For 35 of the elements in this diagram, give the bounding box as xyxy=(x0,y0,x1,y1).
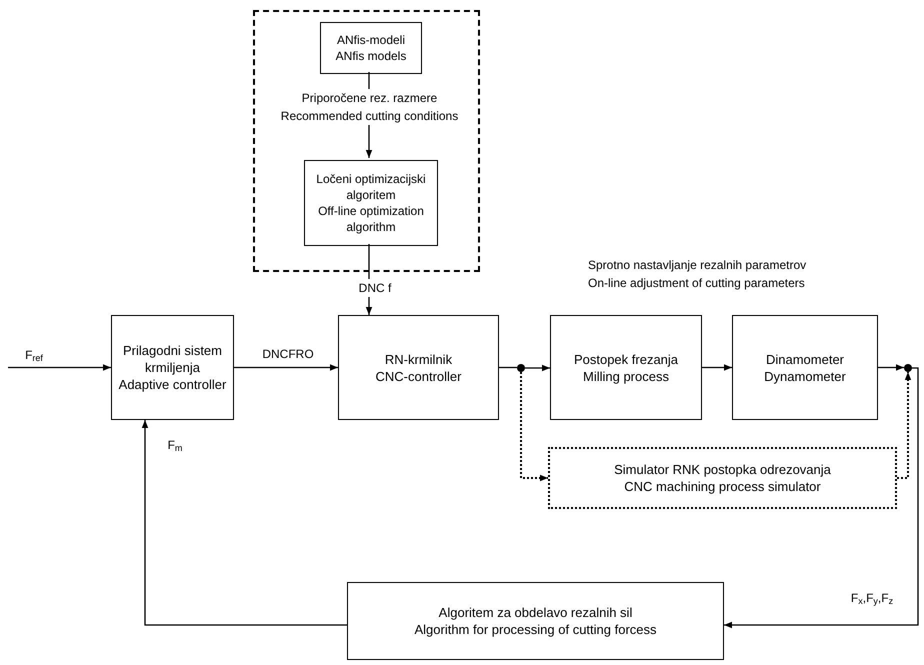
arrow xyxy=(142,420,347,626)
box-text: CNC-controller xyxy=(374,368,462,384)
arrow xyxy=(878,364,904,371)
process-box xyxy=(111,315,234,420)
box-text: Postopek frezanja xyxy=(572,350,680,368)
process-box xyxy=(320,22,422,74)
arrow xyxy=(702,364,732,371)
arrow xyxy=(520,372,548,482)
box-text: Simulator RNK postopka odrezovanja xyxy=(613,461,832,478)
box-text: Adaptive controller xyxy=(118,376,228,393)
box-text: ANfis-modeli xyxy=(336,32,406,48)
box-text: Prilagodni sistem krmiljenja xyxy=(122,342,223,376)
arrow xyxy=(897,372,912,479)
box-text: Algorithm for processing of cutting forcess xyxy=(413,621,658,638)
box-text: RN-krmilnik xyxy=(384,350,454,368)
arrow xyxy=(234,364,338,371)
dotted-process-box xyxy=(548,447,897,509)
arrow xyxy=(724,367,919,628)
note-text: Sprotno nastavljanje rezalnih parametrov xyxy=(588,257,806,274)
box-text: Algoritem za obdelavo rezalnih sil xyxy=(438,604,634,621)
box-text: Ločeni optimizacijski algoritem xyxy=(315,171,427,203)
process-box xyxy=(347,582,724,660)
box-text: Dynamometer xyxy=(763,368,847,384)
box-text: Milling process xyxy=(582,368,670,384)
process-box xyxy=(338,315,499,420)
box-text: Dinamometer xyxy=(764,350,846,368)
arrow xyxy=(8,364,111,371)
process-box xyxy=(550,315,702,420)
box-text: ANfis models xyxy=(334,48,408,64)
box-text: Off-line optimization algorithm xyxy=(317,203,425,235)
arrow xyxy=(525,364,550,372)
note-text: On-line adjustment of cutting parameters xyxy=(588,275,806,292)
process-box xyxy=(732,315,878,420)
process-box xyxy=(304,160,438,246)
box-text: CNC machining process simulator xyxy=(623,478,822,495)
